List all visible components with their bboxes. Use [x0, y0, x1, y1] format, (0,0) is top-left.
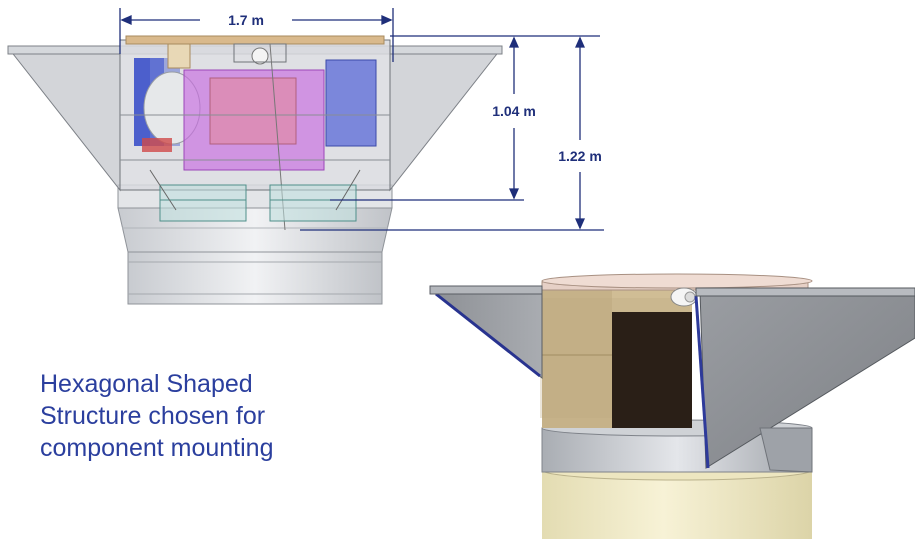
caption-line: Hexagonal Shaped: [40, 370, 253, 398]
elevation-blue-component-right: [325, 59, 377, 147]
caption-line: component mounting: [40, 434, 274, 462]
perspective-opening: [612, 312, 692, 428]
dimension-lines: [119, 8, 604, 231]
elevation-teal-brackets: [149, 169, 361, 222]
inner-height-dimension-label: 1.04 m: [492, 103, 536, 119]
outer-height-dimension-label: 1.22 m: [558, 148, 602, 164]
elevation-view: [7, 35, 503, 305]
elevation-sensor: [251, 47, 269, 65]
width-dimension-label: 1.7 m: [228, 12, 264, 28]
caption: Hexagonal Shaped Structure chosen for co…: [40, 368, 370, 464]
elevation-right-panel: [389, 49, 502, 192]
elevation-lower-cylinder: [127, 251, 383, 305]
caption-line: Structure chosen for: [40, 402, 266, 430]
perspective-box-body: [542, 288, 612, 428]
perspective-top-plate: [541, 273, 813, 289]
perspective-view: [429, 273, 915, 539]
perspective-lower-cylinder: [542, 470, 812, 539]
elevation-left-panel: [8, 49, 121, 192]
